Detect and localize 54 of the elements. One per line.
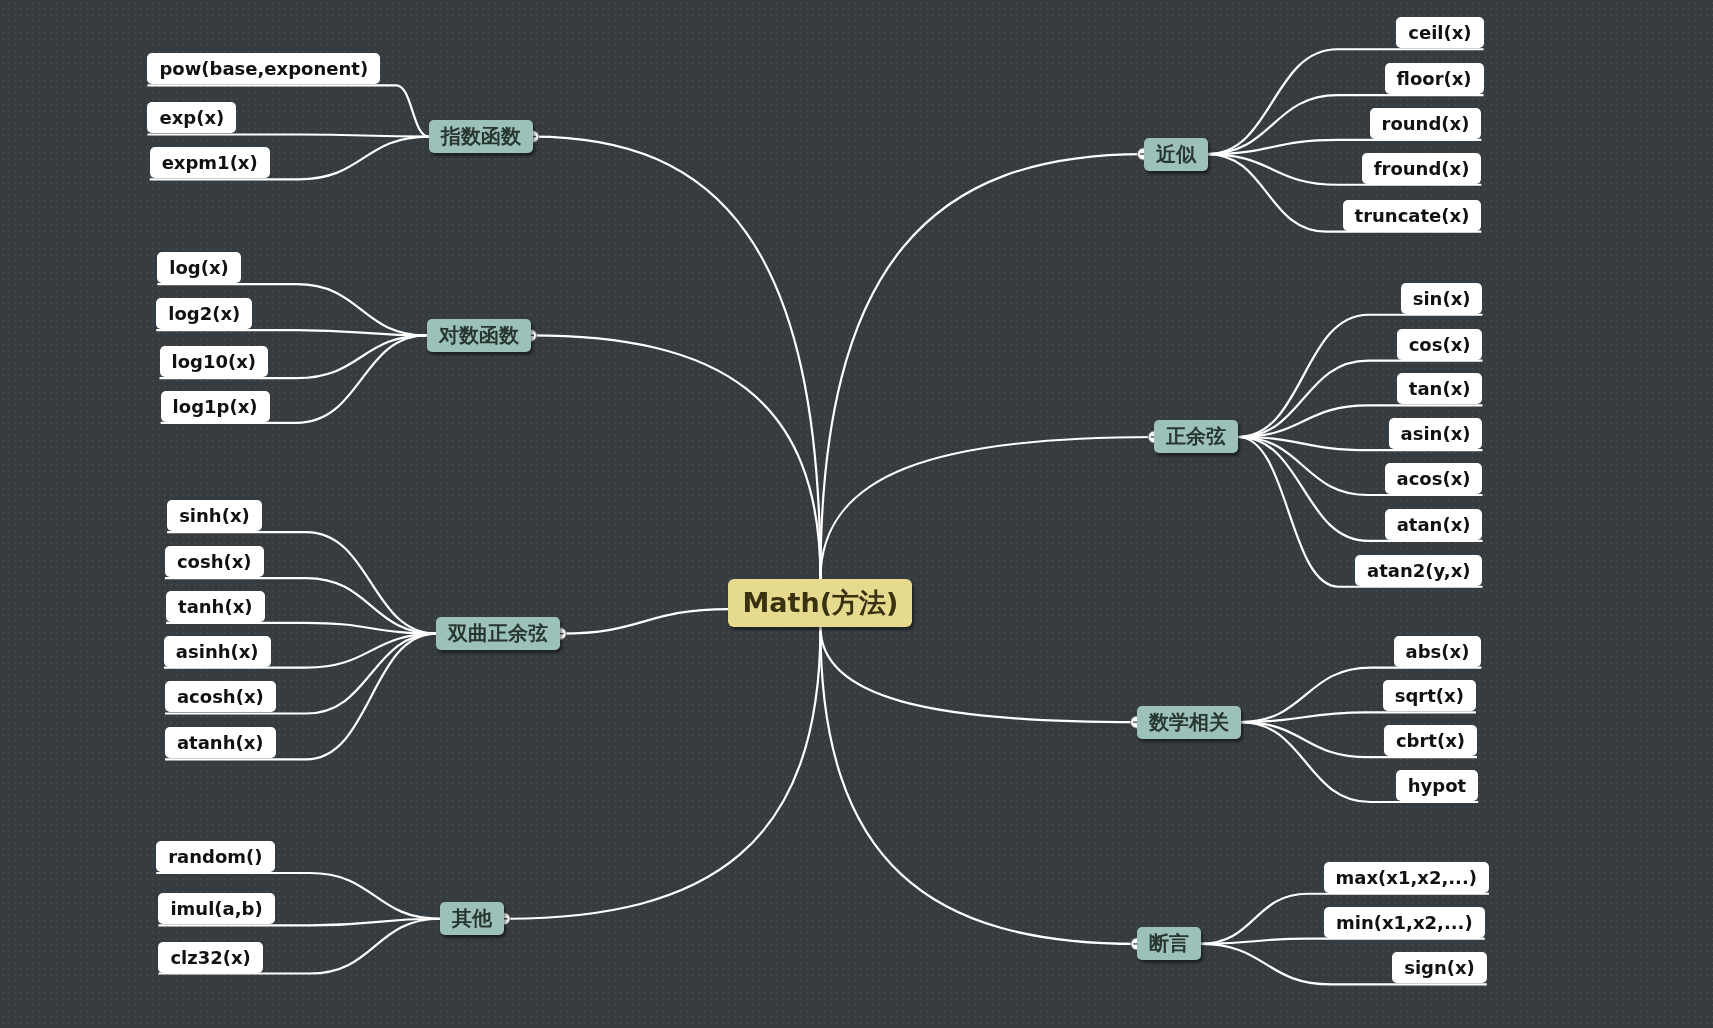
subtopic-box: sqrt(x): [1382, 680, 1476, 712]
topic-box: 其他: [439, 902, 504, 936]
central-topic: Math(方法): [728, 579, 913, 628]
topic-box: 断言: [1136, 927, 1201, 961]
connector-line: [1207, 152, 1482, 233]
subtopic-box: hypot: [1395, 770, 1479, 801]
topic-box: 数学相关: [1136, 705, 1241, 739]
subtopic-box: log(x): [157, 252, 241, 284]
connector-line: [147, 84, 429, 138]
subtopic-box: log1p(x): [160, 390, 270, 422]
subtopic-box: sign(x): [1392, 952, 1487, 984]
subtopic-box: pow(base,exponent): [147, 53, 381, 85]
subtopic-box: min(x1,x2,...): [1324, 906, 1485, 938]
subtopic-box: asinh(x): [163, 635, 271, 667]
subtopic-box: exp(x): [147, 102, 237, 134]
subtopic-box: atan2(y,x): [1355, 554, 1483, 586]
subtopic-box: sinh(x): [167, 500, 262, 532]
subtopic-box: imul(a,b): [158, 893, 275, 925]
connector-line: [149, 135, 429, 181]
topic-box: 指数函数: [428, 120, 533, 154]
topic-box: 正余弦: [1154, 420, 1239, 454]
subtopic-box: tan(x): [1396, 373, 1483, 405]
subtopic-box: log2(x): [156, 298, 253, 330]
subtopic-box: cos(x): [1396, 328, 1483, 360]
connector-line: [1200, 942, 1487, 986]
subtopic-box: atan(x): [1384, 508, 1483, 540]
subtopic-box: fround(x): [1361, 152, 1482, 184]
subtopic-box: random(): [156, 841, 275, 872]
connector-line: [1240, 721, 1479, 804]
subtopic-box: clz32(x): [158, 941, 263, 973]
subtopic-box: cbrt(x): [1383, 725, 1477, 757]
subtopic-box: sin(x): [1400, 282, 1483, 314]
subtopic-box: expm1(x): [149, 147, 270, 179]
connector-line: [158, 917, 441, 975]
connector-line: [147, 133, 429, 138]
subtopic-box: ceil(x): [1396, 17, 1484, 49]
subtopic-box: cosh(x): [164, 546, 264, 578]
subtopic-box: tanh(x): [166, 590, 265, 622]
subtopic-box: acos(x): [1384, 463, 1483, 494]
connector-line: [164, 576, 437, 635]
subtopic-box: atanh(x): [164, 727, 276, 759]
subtopic-box: abs(x): [1393, 635, 1482, 667]
subtopic-box: round(x): [1369, 107, 1482, 139]
subtopic-box: log10(x): [159, 346, 269, 378]
topic-box: 双曲正余弦: [436, 617, 561, 651]
subtopic-box: asin(x): [1388, 418, 1483, 450]
topic-box: 近似: [1143, 137, 1208, 171]
connector-line: [1238, 435, 1483, 588]
subtopic-box: acosh(x): [164, 681, 276, 713]
connector-line: [160, 334, 427, 424]
topic-box: 对数函数: [426, 318, 531, 352]
subtopic-box: max(x1,x2,...): [1323, 861, 1490, 893]
subtopic-box: floor(x): [1384, 63, 1484, 95]
subtopic-box: truncate(x): [1342, 199, 1482, 231]
